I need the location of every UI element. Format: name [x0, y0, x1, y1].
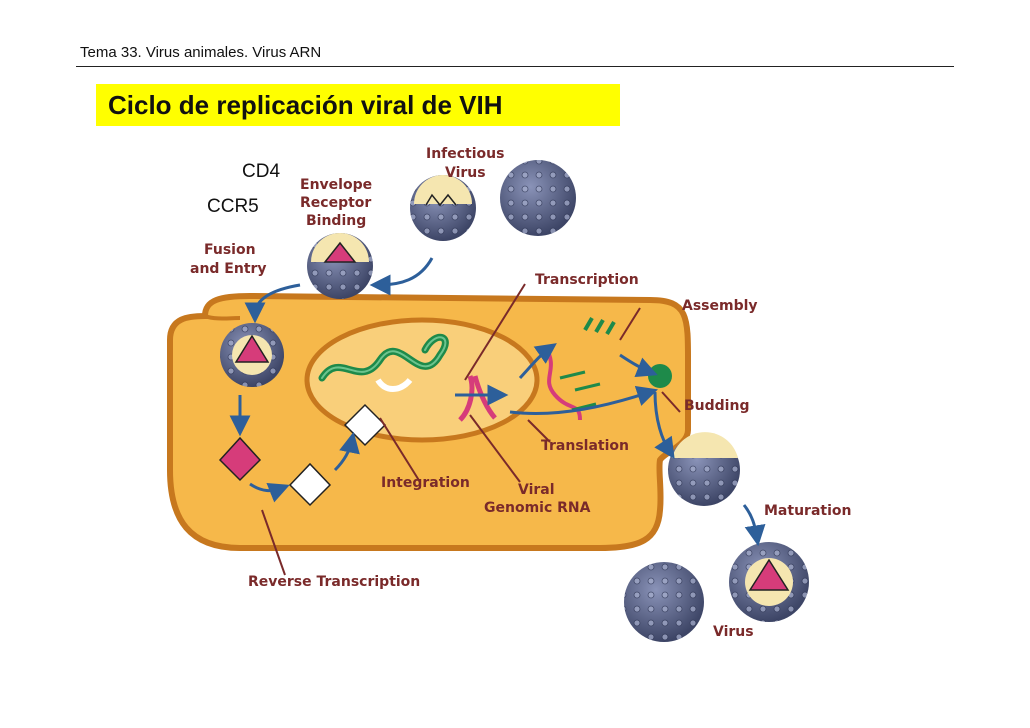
- maturation-label: Maturation: [764, 503, 851, 519]
- title-box: Ciclo de replicación viral de VIH: [96, 84, 620, 126]
- assembly-label: Assembly: [682, 298, 758, 314]
- capsid-rt: [288, 462, 332, 507]
- arrow-assembly: [619, 353, 658, 378]
- translation-label: Translation: [541, 438, 629, 454]
- nucleus: [304, 317, 540, 443]
- leader-lines: [261, 283, 681, 576]
- viral-label-2: Genomic RNA: [484, 500, 591, 516]
- integration-label: Integration: [381, 475, 470, 491]
- virion-budding: [668, 432, 740, 506]
- arrow-budding: [653, 391, 675, 459]
- arrow-export: [518, 343, 557, 380]
- virus-label: Virus: [713, 624, 754, 640]
- envelope-label-2: Receptor: [300, 195, 371, 211]
- arrow-rt: [249, 482, 290, 503]
- cd4-label: CD4: [242, 161, 280, 182]
- slide-header: Tema 33. Virus animales. Virus ARN: [80, 44, 322, 61]
- virion-infectious-near: [410, 175, 476, 241]
- viral-label-1: Viral: [518, 482, 555, 498]
- virion-infectious-far: [500, 160, 576, 236]
- virion-released: [624, 562, 704, 642]
- arrow-translation: [509, 385, 658, 415]
- assembly-proteins: [583, 316, 616, 336]
- header-rule: [76, 66, 954, 67]
- arrow-import: [333, 431, 360, 472]
- infectious-label-2: Virus: [445, 165, 486, 181]
- arrow-binding: [369, 257, 434, 296]
- ccr5-label: CCR5: [207, 196, 259, 217]
- genomic-rna: [458, 375, 497, 422]
- arrow-maturation: [742, 504, 766, 547]
- arrow-entry: [244, 283, 301, 324]
- transcription-label: Transcription: [535, 272, 639, 288]
- virion-mature: [729, 542, 809, 622]
- assembly-cluster: [648, 364, 672, 388]
- envelope-label-1: Envelope: [300, 177, 372, 193]
- infectious-label-1: Infectious: [426, 146, 504, 162]
- capsid-uncoating: [218, 436, 262, 482]
- host-dna-link: [375, 377, 413, 392]
- fusion-label-2: and Entry: [190, 261, 267, 277]
- proviral-dna-inner: [321, 336, 447, 379]
- page-title: Ciclo de replicación viral de VIH: [108, 90, 503, 120]
- fusion-label-1: Fusion: [204, 242, 256, 258]
- fusion-pocket: [204, 314, 241, 321]
- envelope-label-3: Binding: [306, 213, 366, 229]
- virion-binding: [307, 233, 373, 299]
- budding-label: Budding: [684, 398, 749, 414]
- virion-fusion: [220, 323, 284, 387]
- reverse-transcription-label: Reverse Transcription: [248, 574, 420, 590]
